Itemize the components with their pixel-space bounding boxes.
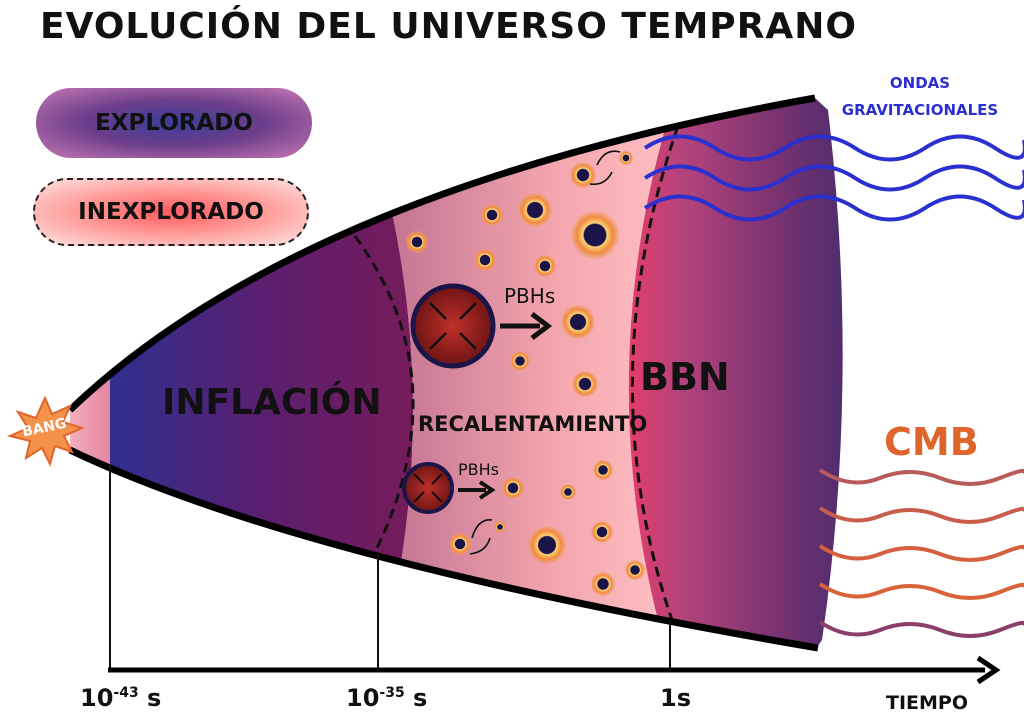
black-hole-icon bbox=[619, 151, 633, 165]
black-hole-icon bbox=[406, 231, 428, 253]
legend-explored: EXPLORADO bbox=[36, 88, 312, 158]
black-hole-icon bbox=[593, 460, 613, 480]
black-hole-icon bbox=[625, 560, 645, 580]
black-hole-icon bbox=[572, 371, 598, 397]
pbh-label: PBHs bbox=[458, 460, 499, 479]
black-hole-icon bbox=[449, 533, 471, 555]
black-hole-icon bbox=[534, 255, 556, 277]
time-axis-arrow-icon bbox=[976, 655, 1001, 685]
legend-unexplored: INEXPLORADO bbox=[33, 178, 309, 246]
black-hole-icon bbox=[474, 249, 496, 271]
black-holes bbox=[406, 151, 645, 596]
gravitational-waves bbox=[643, 134, 1024, 222]
time-tick-3: 1s bbox=[660, 684, 691, 712]
universe-cone bbox=[70, 98, 843, 650]
cone-top-edge bbox=[67, 94, 816, 413]
bbn-region bbox=[628, 98, 843, 650]
gravitational-waves-label: ONDAS GRAVITACIONALES bbox=[834, 70, 1006, 124]
black-hole-icon bbox=[571, 211, 619, 259]
inflation-region bbox=[110, 98, 414, 650]
bbn-label: BBN bbox=[640, 355, 730, 399]
legend-unexplored-label: INEXPLORADO bbox=[78, 199, 264, 225]
time-tick-1: 10-43 s bbox=[80, 684, 162, 712]
cmb-label: CMB bbox=[884, 420, 979, 464]
black-hole-icon bbox=[528, 526, 566, 564]
page-title: EVOLUCIÓN DEL UNIVERSO TEMPRANO bbox=[40, 6, 858, 47]
gw-label-line-2: GRAVITACIONALES bbox=[841, 101, 999, 119]
black-hole-icon bbox=[502, 477, 524, 499]
time-axis-label: TIEMPO bbox=[886, 692, 968, 714]
black-hole-icon bbox=[591, 521, 613, 543]
time-tick-2: 10-35 s bbox=[346, 684, 428, 712]
black-hole-icon bbox=[570, 162, 596, 188]
cmb-waves bbox=[818, 468, 1024, 638]
legend-explored-label: EXPLORADO bbox=[95, 110, 253, 136]
reheating-label: RECALENTAMIENTO bbox=[418, 412, 648, 436]
orbit-arrows bbox=[469, 150, 621, 555]
big-bang-burst-icon bbox=[6, 395, 85, 467]
bbn-boundary bbox=[630, 125, 680, 621]
black-hole-icon bbox=[591, 572, 615, 596]
gw-label-line-1: ONDAS bbox=[889, 74, 951, 92]
black-hole-icon bbox=[561, 305, 595, 339]
black-hole-icon bbox=[510, 351, 530, 371]
black-hole-icon bbox=[518, 193, 552, 227]
cone-bottom-edge bbox=[68, 446, 819, 652]
pbh-formation-small bbox=[402, 462, 496, 514]
inflation-label: INFLACIÓN bbox=[162, 382, 382, 423]
pbh-label: PBHs bbox=[504, 284, 556, 308]
pbh-formation-large bbox=[410, 283, 553, 369]
inflation-boundary bbox=[353, 235, 415, 553]
black-hole-icon bbox=[494, 521, 506, 533]
black-hole-icon bbox=[560, 484, 576, 500]
black-hole-icon bbox=[481, 204, 503, 226]
